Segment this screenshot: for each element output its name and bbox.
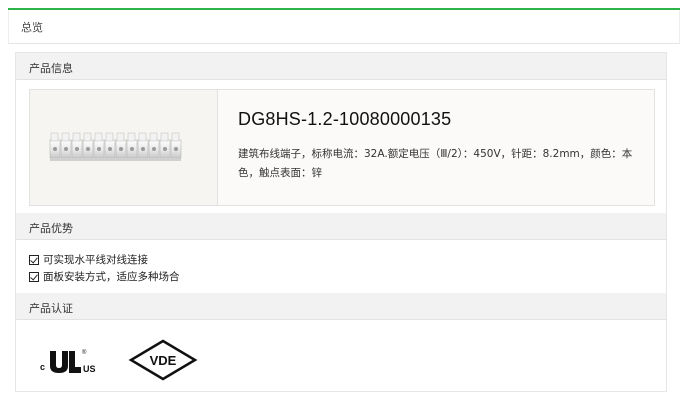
check-icon bbox=[29, 254, 39, 265]
section-header-product-info: 产品信息 bbox=[16, 53, 666, 80]
advantage-item: 可实现水平线对线连接 bbox=[29, 251, 180, 268]
terminal-screw-housing bbox=[171, 132, 180, 142]
terminal-screw-housing bbox=[105, 132, 114, 142]
advantages-list: 可实现水平线对线连接 面板安装方式，适应多种场合 bbox=[29, 251, 180, 285]
terminal-hole bbox=[75, 147, 79, 151]
section-title-certification: 产品认证 bbox=[29, 302, 73, 315]
product-model-title: DG8HS-1.2-10080000135 bbox=[238, 109, 452, 129]
terminal-screw-housing bbox=[72, 132, 81, 142]
terminal-screw-housing bbox=[94, 132, 103, 142]
terminal-hole bbox=[174, 147, 178, 151]
product-panel: 产品信息 DG8HS-1.2-10080000135 建筑布线端子，标称电流：3… bbox=[15, 52, 667, 392]
vde-text: VDE bbox=[150, 353, 177, 368]
terminal-screw-housing bbox=[149, 132, 158, 142]
terminal-hole bbox=[97, 147, 101, 151]
accent-top-bar bbox=[8, 8, 680, 10]
terminal-screw-housing bbox=[61, 132, 70, 142]
ul-us-mark: US bbox=[83, 364, 96, 374]
ul-c-mark: c bbox=[40, 362, 45, 372]
advantage-text: 可实现水平线对线连接 bbox=[43, 254, 148, 266]
product-info: DG8HS-1.2-10080000135 建筑布线端子，标称电流：32A.额定… bbox=[218, 90, 654, 205]
terminal-screw-housing bbox=[127, 132, 136, 142]
terminal-hole bbox=[163, 147, 167, 151]
terminal-base-rail bbox=[50, 158, 181, 161]
overview-label: 总览 bbox=[21, 21, 43, 34]
terminal-block-image bbox=[49, 132, 182, 161]
terminal-hole bbox=[53, 147, 57, 151]
terminal-hole bbox=[141, 147, 145, 151]
terminal-hole bbox=[119, 147, 123, 151]
terminal-screw-housing bbox=[116, 132, 125, 142]
product-card: DG8HS-1.2-10080000135 建筑布线端子，标称电流：32A.额定… bbox=[29, 89, 655, 206]
terminal-screw-housing bbox=[50, 132, 59, 142]
section-header-certification: 产品认证 bbox=[16, 293, 666, 320]
product-image bbox=[30, 90, 218, 205]
product-description: 建筑布线端子，标称电流：32A.额定电压（Ⅲ/2）：450V，针距：8.2mm，… bbox=[238, 148, 633, 179]
terminal-screw-housing bbox=[83, 132, 92, 142]
vde-logo: VDE bbox=[128, 339, 198, 381]
terminal-hole bbox=[130, 147, 134, 151]
terminal-screw-housing bbox=[138, 132, 147, 142]
terminal-hole bbox=[152, 147, 156, 151]
terminal-hole bbox=[108, 147, 112, 151]
section-title-product-info: 产品信息 bbox=[29, 62, 73, 75]
section-title-advantages: 产品优势 bbox=[29, 222, 73, 235]
ul-registered-mark: ® bbox=[82, 349, 87, 356]
section-header-advantages: 产品优势 bbox=[16, 213, 666, 240]
advantage-item: 面板安装方式，适应多种场合 bbox=[29, 268, 180, 285]
ul-listed-logo: c ® US bbox=[40, 349, 96, 374]
terminal-screw-housing bbox=[160, 132, 169, 142]
overview-tab[interactable]: 总览 bbox=[8, 10, 680, 44]
advantage-text: 面板安装方式，适应多种场合 bbox=[43, 271, 180, 283]
check-icon bbox=[29, 271, 39, 282]
terminal-hole bbox=[64, 147, 68, 151]
terminal-hole bbox=[86, 147, 90, 151]
